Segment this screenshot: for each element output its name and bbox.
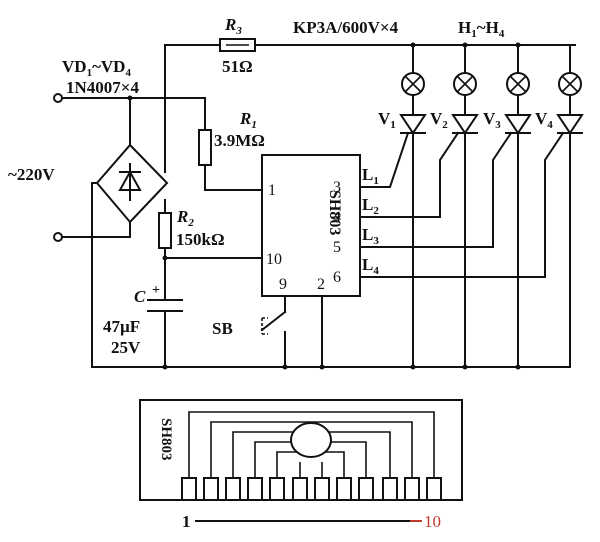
package-drawing: SH803 1 10: [139, 399, 463, 531]
pin-number-3: 3: [333, 179, 341, 196]
pin-number-4: 4: [333, 209, 341, 226]
lamp-h2: [453, 72, 477, 96]
thyristor-label-v1: V1: [378, 109, 396, 131]
mains-voltage-label: ~220V: [8, 165, 55, 184]
thyristor-v4: [556, 114, 584, 135]
resistor-r1: [198, 129, 212, 166]
switch-sb: [260, 310, 287, 346]
pin-number-2: 2: [317, 276, 325, 293]
resistor-r3: [219, 38, 256, 52]
pin-number-1: 1: [268, 182, 276, 199]
ic-sh803: [261, 154, 361, 297]
pin-number-10: 10: [266, 251, 282, 268]
svg-text:R1: R1: [239, 109, 257, 131]
svg-text:VD1~VD4: VD1~VD4: [62, 57, 131, 79]
package-pin-first-label: 1: [182, 512, 191, 531]
bond-trace-center: [299, 462, 323, 478]
thyristor-label-v4: V4: [535, 109, 553, 131]
pin-number-6: 6: [333, 269, 341, 286]
output-label-l4: L4: [362, 255, 379, 277]
lamp-to-thyristor: [412, 95, 571, 116]
package-pads: [181, 477, 442, 501]
thyristor-v2: [451, 114, 479, 135]
svg-text:47µF: 47µF: [103, 317, 140, 336]
svg-text:1N4007×4: 1N4007×4: [66, 78, 139, 97]
wiring: [61, 44, 576, 368]
lamp-h4: [558, 72, 582, 96]
thyristor-cathodes: [412, 132, 571, 368]
r3-label: R3 51Ω: [222, 15, 253, 76]
package-pin-last-label: 10: [424, 512, 441, 531]
output-label-l1: L1: [362, 165, 379, 187]
r2-label: R2 150kΩ: [176, 207, 225, 249]
pin-number-5: 5: [333, 239, 341, 256]
bond-trace-1-10: [188, 411, 435, 478]
svg-text:51Ω: 51Ω: [222, 57, 253, 76]
svg-text:C: C: [134, 287, 146, 306]
thyristor-label-v2: V2: [430, 109, 448, 131]
output-labels: L1 L2 L3 L4: [362, 165, 379, 277]
thyristor-v1: [399, 114, 427, 135]
lamps-label: H1~H4: [458, 18, 505, 40]
capacitor-label: C + 47µF 25V: [103, 283, 160, 357]
thyristor-labels: V1 V2 V3 V4: [378, 109, 553, 131]
mains-terminal-bottom: [53, 232, 63, 242]
r1-label: R1 3.9MΩ: [214, 109, 265, 150]
svg-text:3.9MΩ: 3.9MΩ: [214, 131, 265, 150]
r1-to-pin1: [204, 164, 263, 191]
lamp-feeds: [412, 44, 571, 73]
svg-text:25V: 25V: [111, 338, 141, 357]
ic-pin-numbers: 1 10 9 2 3 4 5 6: [266, 179, 341, 293]
package-ic-name: SH803: [158, 418, 174, 461]
thyristor-label-v3: V3: [483, 109, 501, 131]
svg-text:R2: R2: [176, 207, 194, 229]
gate-wire-1: [359, 131, 410, 188]
gate-wire-4: [359, 131, 565, 278]
rectifier-label: VD1~VD4 1N4007×4: [62, 57, 139, 97]
pin-number-9: 9: [279, 276, 287, 293]
junction-dots: [127, 42, 521, 370]
svg-text:+: +: [152, 283, 160, 298]
resistor-r2: [158, 212, 172, 249]
switch-label: SB: [212, 319, 233, 338]
output-label-l3: L3: [362, 225, 379, 247]
svg-text:R3: R3: [224, 15, 242, 37]
mains-terminal-top: [53, 93, 63, 103]
package-chip: [290, 422, 332, 458]
output-label-l2: L2: [362, 195, 379, 217]
bond-trace-2-9: [210, 421, 413, 478]
svg-text:150kΩ: 150kΩ: [176, 230, 225, 249]
bridge-rectifier: [95, 143, 169, 224]
thyristor-spec-label: KP3A/600V×4: [293, 18, 399, 37]
gate-wire-3: [359, 131, 513, 248]
lamp-h1: [401, 72, 425, 96]
lamp-h3: [506, 72, 530, 96]
capacitor-c: [147, 299, 183, 323]
thyristor-v3: [504, 114, 532, 135]
gate-wire-2: [359, 131, 460, 218]
ic-name-label: SH803: [326, 190, 343, 235]
